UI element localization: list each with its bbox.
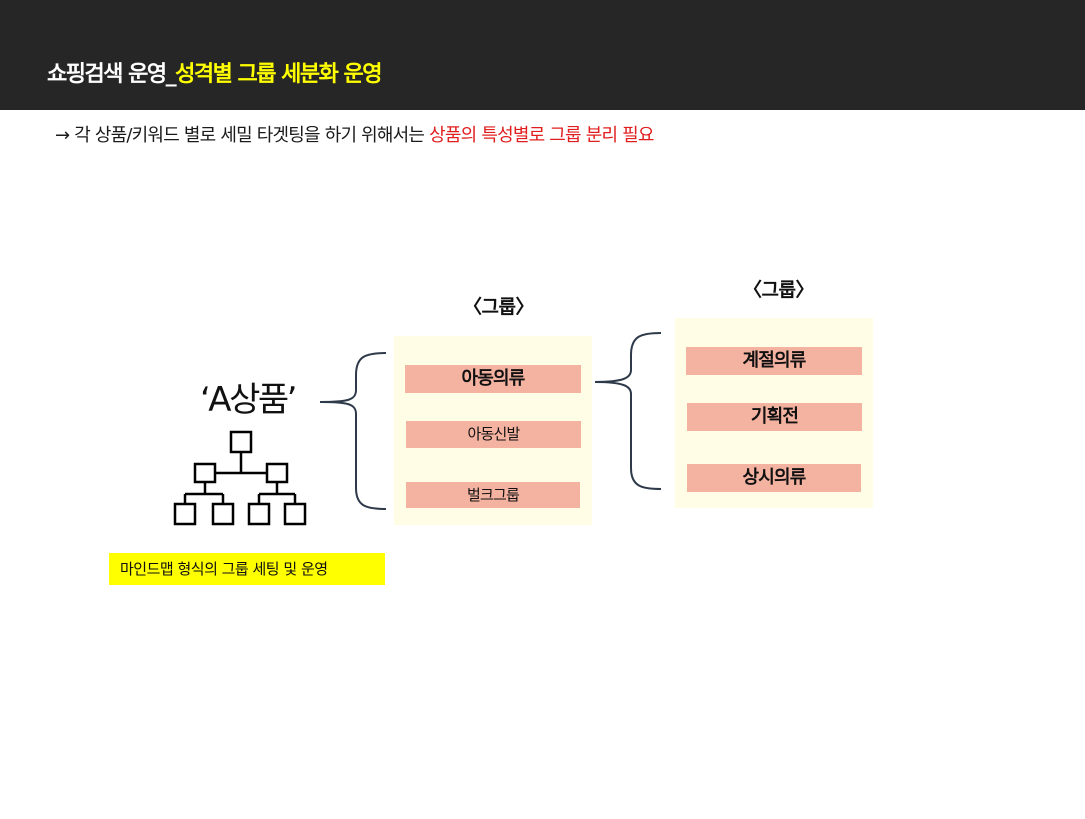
group1-heading: 〈그룹〉	[463, 296, 534, 318]
page-title: 쇼핑검색 운영_성격별 그룹 세분화 운영	[47, 56, 382, 88]
subtitle-prefix: → 각 상품/키워드 별로 세밀 타겟팅을 하기 위해서는	[55, 125, 430, 146]
product-label: ‘A상품’	[200, 380, 297, 420]
group2-item: 상시의류	[687, 464, 861, 492]
group1-item: 아동의류	[405, 365, 581, 393]
group1-item: 벌크그룹	[406, 482, 580, 508]
caption-mindmap: 마인드맵 형식의 그룹 세팅 및 운영	[109, 553, 385, 585]
subtitle-highlight: 상품의 특성별로 그룹 분리 필요	[429, 125, 654, 146]
group2-heading: 〈그룹〉	[743, 279, 814, 301]
group2-item: 계절의류	[686, 347, 862, 375]
header-bar	[0, 0, 1085, 110]
group1-item: 아동신발	[406, 421, 581, 448]
page-title-main: 쇼핑검색 운영_	[47, 62, 177, 87]
subtitle: → 각 상품/키워드 별로 세밀 타겟팅을 하기 위해서는 상품의 특성별로 그…	[55, 121, 655, 147]
left-brace-icon	[594, 332, 662, 490]
page-title-sub: 성격별 그룹 세분화 운영	[175, 62, 382, 87]
org-chart-icon	[173, 430, 307, 526]
group2-item: 기획전	[687, 403, 862, 431]
left-brace-icon	[319, 352, 387, 510]
